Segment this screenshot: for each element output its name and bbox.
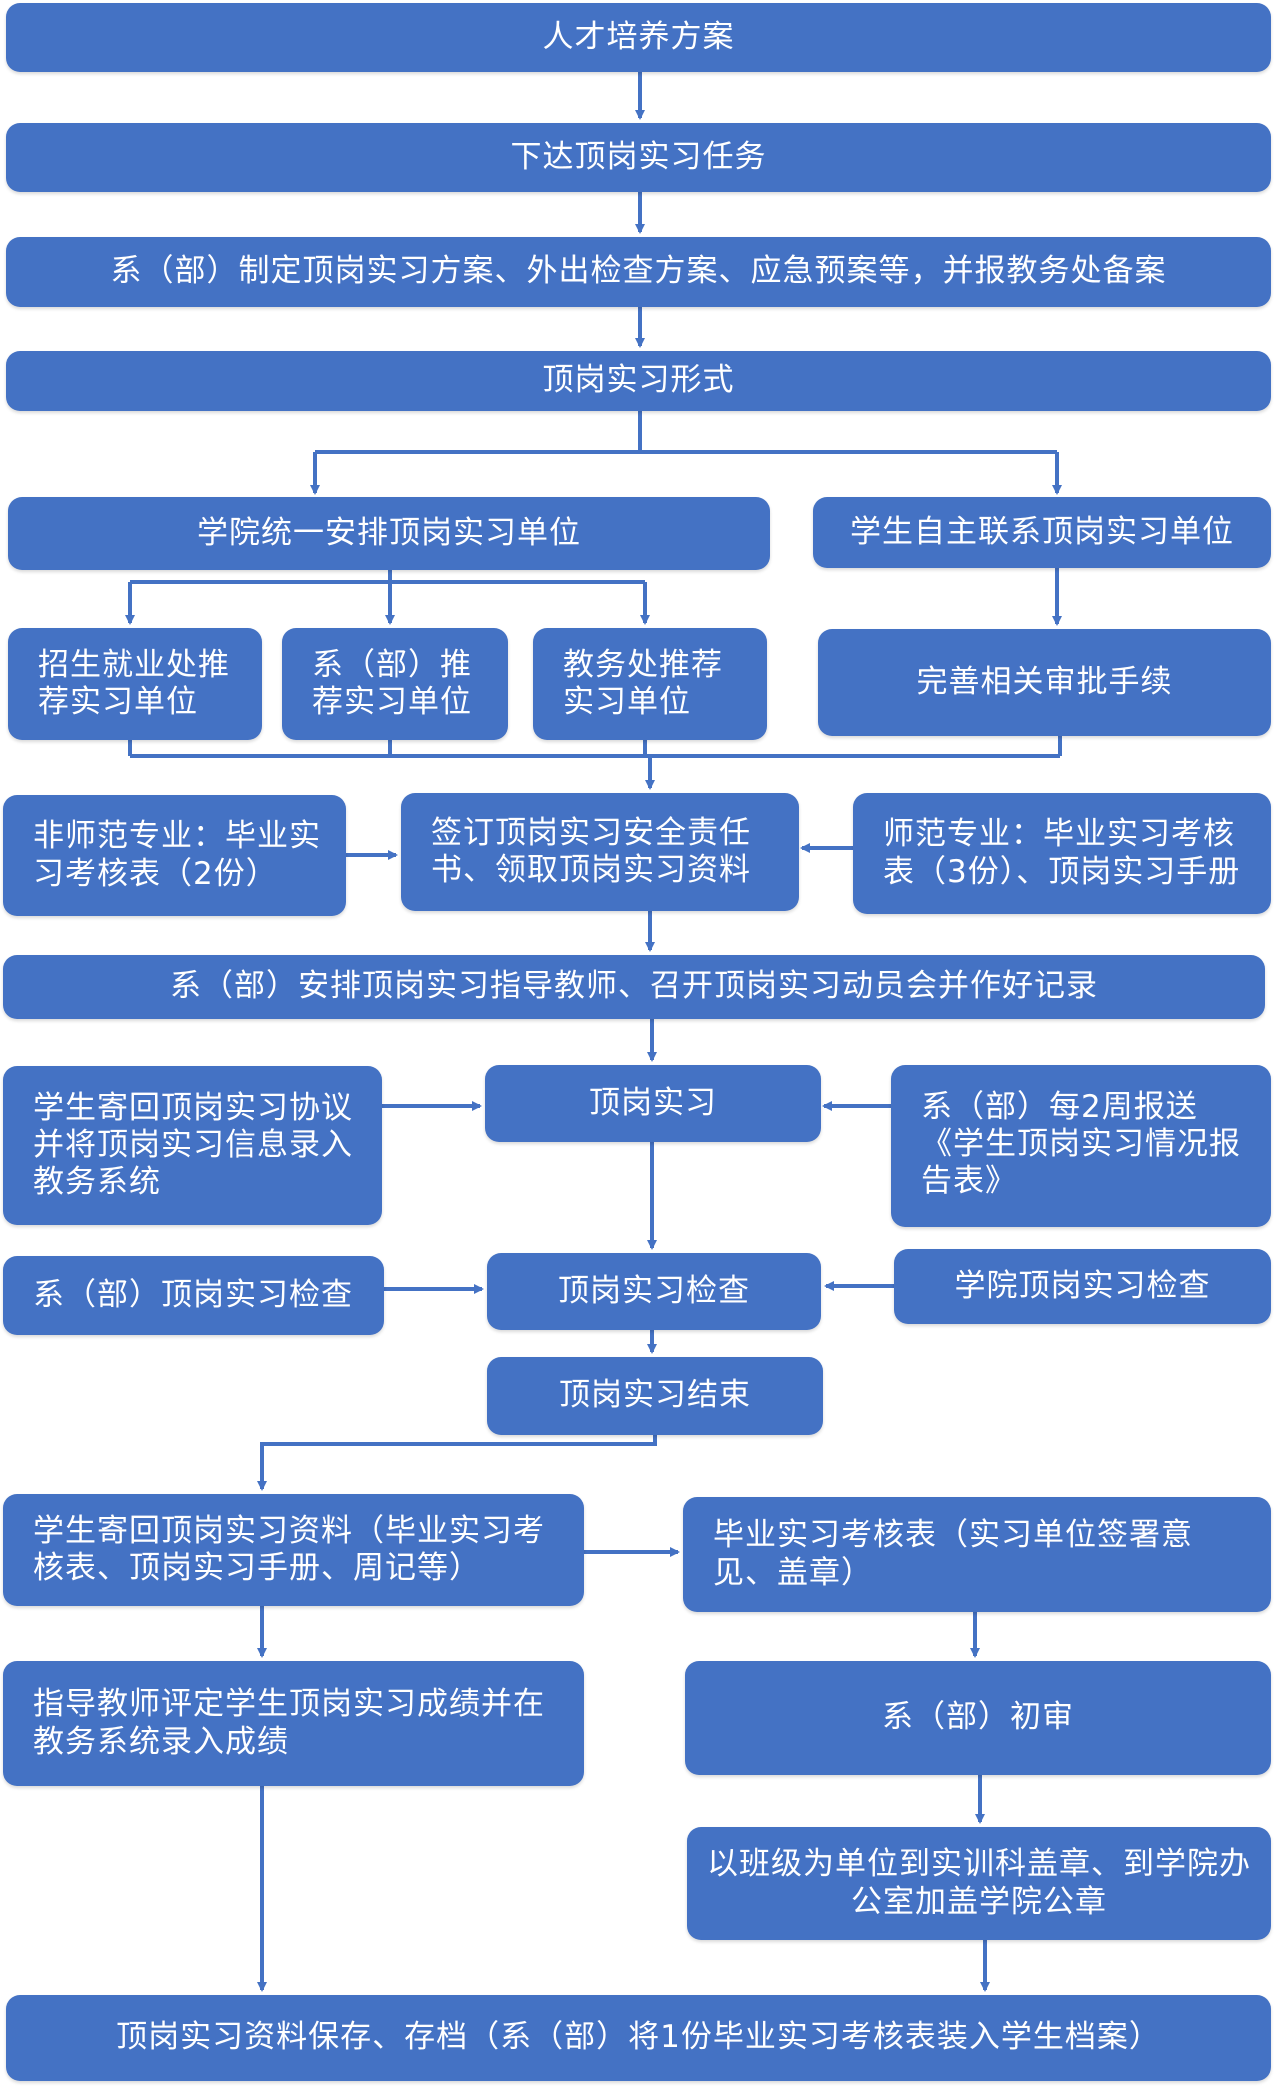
node-archive: 顶岗实习资料保存、存档（系（部）将1份毕业实习考核表装入学生档案） [6, 1995, 1271, 2081]
node-academic-affairs-recommend: 教务处推荐实习单位 [533, 628, 767, 740]
node-graduation-assessment-form: 毕业实习考核表（实习单位签署意见、盖章） [683, 1497, 1271, 1612]
node-teacher-major-forms: 师范专业：毕业实习考核表（3份）、顶岗实习手册 [853, 793, 1271, 914]
node-internship: 顶岗实习 [485, 1065, 821, 1142]
node-department-inspection: 系（部）顶岗实习检查 [3, 1256, 384, 1335]
node-internship-end: 顶岗实习结束 [487, 1357, 823, 1435]
node-complete-approval: 完善相关审批手续 [818, 629, 1271, 736]
node-college-inspection: 学院顶岗实习检查 [894, 1249, 1271, 1324]
node-department-recommend: 系（部）推荐实习单位 [282, 628, 508, 740]
node-department-plans: 系（部）制定顶岗实习方案、外出检查方案、应急预案等，并报教务处备案 [6, 237, 1271, 307]
node-internship-inspection: 顶岗实习检查 [487, 1253, 821, 1330]
node-instructor-grading: 指导教师评定学生顶岗实习成绩并在教务系统录入成绩 [3, 1661, 584, 1786]
node-training-plan: 人才培养方案 [6, 3, 1271, 72]
node-student-self-contact-units: 学生自主联系顶岗实习单位 [813, 497, 1271, 568]
node-assign-internship-task: 下达顶岗实习任务 [6, 123, 1271, 192]
node-enrollment-office-recommend: 招生就业处推荐实习单位 [8, 628, 262, 740]
node-student-return-agreement: 学生寄回顶岗实习协议并将顶岗实习信息录入教务系统 [3, 1066, 382, 1225]
arrow-n21-n22 [257, 1435, 657, 1491]
node-college-arranged-units: 学院统一安排顶岗实习单位 [8, 497, 770, 570]
node-biweekly-report: 系（部）每2周报送《学生顶岗实习情况报告表》 [891, 1065, 1271, 1227]
node-department-review: 系（部）初审 [685, 1661, 1271, 1775]
node-internship-forms: 顶岗实习形式 [6, 351, 1271, 411]
node-non-teacher-major-forms: 非师范专业：毕业实习考核表（2份） [3, 795, 346, 916]
node-sign-safety-agreement: 签订顶岗实习安全责任书、领取顶岗实习资料 [401, 793, 799, 911]
node-assign-instructor: 系（部）安排顶岗实习指导教师、召开顶岗实习动员会并作好记录 [3, 955, 1265, 1019]
node-student-return-materials: 学生寄回顶岗实习资料（毕业实习考核表、顶岗实习手册、周记等） [3, 1494, 584, 1606]
node-stamping: 以班级为单位到实训科盖章、到学院办公室加盖学院公章 [687, 1827, 1271, 1940]
